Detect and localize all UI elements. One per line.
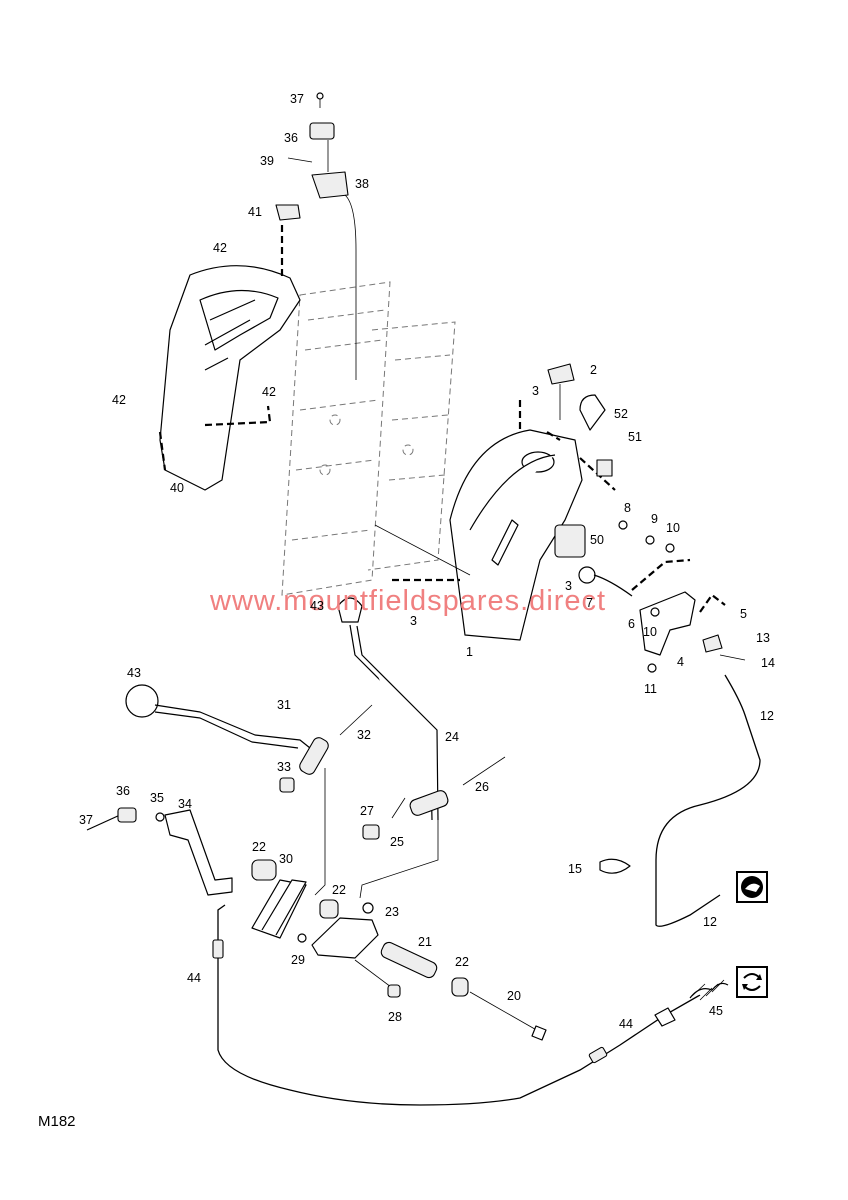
callout: 24 [445, 730, 459, 744]
callout: 40 [170, 481, 184, 495]
callout: 34 [178, 797, 192, 811]
callout: 50 [590, 533, 604, 547]
gear-lever-assembly [125, 597, 506, 899]
callout: 23 [385, 905, 399, 919]
callout: 33 [277, 760, 291, 774]
callout: 51 [628, 430, 642, 444]
callout: 25 [390, 835, 404, 849]
callout: 44 [619, 1017, 633, 1031]
callout: 42 [213, 241, 227, 255]
callout: 37 [79, 813, 93, 827]
tortoise-hare-speed-icon [736, 871, 768, 903]
callout: 43 [310, 599, 324, 613]
callout: 9 [651, 512, 658, 526]
callout: 6 [628, 617, 635, 631]
callout: 8 [624, 501, 631, 515]
callout: 4 [677, 655, 684, 669]
callout: 7 [586, 596, 593, 610]
callouts: 1 2 3 3 3 4 5 6 7 8 9 10 10 11 12 12 13 … [79, 92, 775, 1031]
callout: 22 [332, 883, 346, 897]
callout: 45 [709, 1004, 723, 1018]
callout: 35 [150, 791, 164, 805]
callout: 52 [614, 407, 628, 421]
callout: 42 [262, 385, 276, 399]
switch-top-group [287, 92, 357, 380]
callout: 36 [284, 131, 298, 145]
callout: 29 [291, 953, 305, 967]
callout: 42 [112, 393, 126, 407]
callout: 44 [187, 971, 201, 985]
callout: 15 [568, 862, 582, 876]
callout: 38 [355, 177, 369, 191]
right-cable [599, 674, 761, 927]
ignition-parts [547, 363, 691, 597]
callout: 22 [455, 955, 469, 969]
callout: 31 [277, 698, 291, 712]
diagram-code: M182 [38, 1113, 76, 1130]
callout: 12 [703, 915, 717, 929]
callout: 22 [252, 840, 266, 854]
callout: 3 [532, 384, 539, 398]
linkage-plate [618, 520, 746, 673]
callout: 11 [644, 682, 657, 696]
right-fender [374, 400, 616, 641]
left-fender [158, 204, 301, 491]
callout: 13 [756, 631, 770, 645]
callout: 10 [666, 521, 680, 535]
callout: 2 [590, 363, 597, 377]
callout: 3 [410, 614, 417, 628]
rotation-arrows-icon [736, 966, 768, 998]
callout: 37 [290, 92, 304, 106]
callout: 21 [418, 935, 432, 949]
pivot-assembly [86, 807, 547, 1041]
callout: 30 [279, 852, 293, 866]
callout: 36 [116, 784, 130, 798]
callout: 41 [248, 205, 262, 219]
callout: 32 [357, 728, 371, 742]
callout: 28 [388, 1010, 402, 1024]
callout: 26 [475, 780, 489, 794]
callout: 20 [507, 989, 521, 1003]
callout: 27 [360, 804, 374, 818]
watermark: www.mountfieldspares.direct [209, 585, 606, 617]
callout: 12 [760, 709, 774, 723]
callout: 3 [565, 579, 572, 593]
bottom-cable [212, 904, 729, 1106]
callout: 1 [466, 645, 473, 659]
callout: 39 [260, 154, 274, 168]
callout: 10 [643, 625, 657, 639]
chassis-frame-ghost [281, 281, 456, 596]
callout: 14 [761, 656, 775, 670]
callout: 5 [740, 607, 747, 621]
callout: 43 [127, 666, 141, 680]
